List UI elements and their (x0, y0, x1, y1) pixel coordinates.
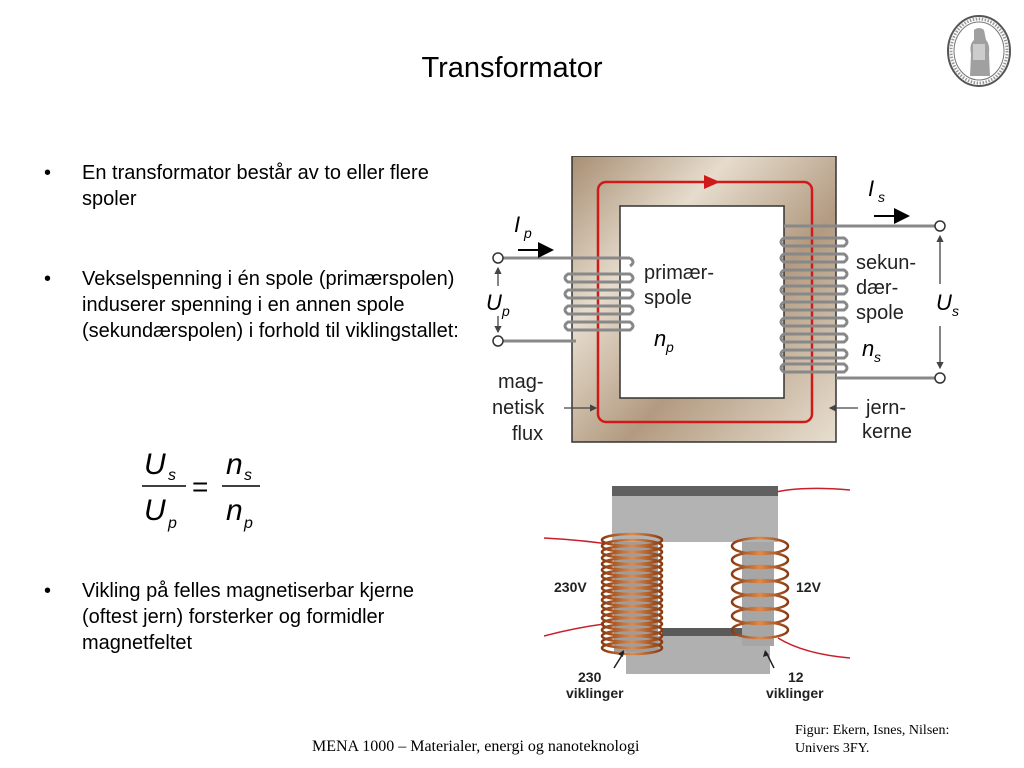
bullet-marker: • (44, 580, 52, 602)
secondary-current-label: I (868, 176, 874, 201)
svg-text:p: p (665, 339, 674, 355)
svg-text:p: p (243, 515, 253, 532)
svg-text:kerne: kerne (862, 421, 912, 443)
svg-text:viklinger: viklinger (566, 685, 624, 701)
secondary-coil-12 (730, 536, 790, 640)
svg-text:netisk: netisk (492, 397, 545, 419)
formula-us: U (144, 448, 166, 481)
primary-current-label: I (514, 212, 520, 237)
iron-core-label: jern- (865, 397, 906, 419)
formula-up: U (144, 494, 166, 527)
primary-coil-230 (600, 532, 664, 656)
bullet-item: • Vikling på felles magnetiserbar kjerne… (44, 578, 464, 656)
transformer-3d-figure: 230V 12V 230 viklinger 12 viklinger (544, 486, 850, 701)
svg-text:p: p (523, 225, 532, 241)
transformer-schematic-figure: primær- spole sekun- dær- spole mag- net… (486, 156, 959, 445)
bullet-item: • En transformator består av to eller fl… (44, 160, 464, 212)
svg-text:s: s (952, 303, 959, 319)
bullet-item: • Vekselspenning i én spole (primærspole… (44, 266, 464, 344)
figure-credit: Figur: Ekern, Isnes, Nilsen: Univers 3FY… (795, 723, 950, 756)
svg-text:p: p (501, 303, 510, 319)
university-seal-icon (947, 15, 1011, 87)
svg-text:s: s (244, 467, 252, 484)
primary-voltage-label: U (486, 290, 502, 315)
secondary-turns-label: 12 (788, 669, 804, 685)
formula-ns: n (226, 448, 243, 481)
magnetic-flux-label: mag- (498, 371, 544, 393)
slide-title: Transformator (421, 52, 603, 84)
bullet-marker: • (44, 162, 52, 184)
primary-voltage-label: 230V (554, 579, 587, 595)
svg-text:=: = (192, 471, 208, 502)
svg-text:p: p (167, 515, 177, 532)
primary-coil (563, 256, 635, 332)
course-footer: MENA 1000 – Materialer, energi og nanote… (312, 738, 640, 755)
secondary-coil-label: sekun- (856, 252, 916, 274)
svg-text:flux: flux (512, 423, 543, 445)
svg-text:spole: spole (856, 302, 904, 324)
svg-text:spole: spole (644, 287, 692, 309)
secondary-coil (779, 236, 849, 374)
bullet-marker: • (44, 268, 52, 290)
secondary-turns-label: n (862, 336, 874, 361)
primary-turns-label: n (654, 326, 666, 351)
formula-np: n (226, 494, 243, 527)
bullet-text: Vekselspenning i én spole (primærspolen)… (82, 268, 459, 342)
bullet-text: Vikling på felles magnetiserbar kjerne (… (82, 580, 415, 654)
svg-text:viklinger: viklinger (766, 685, 824, 701)
bullet-text: En transformator består av to eller fler… (82, 162, 429, 210)
svg-text:s: s (168, 467, 176, 484)
secondary-voltage-label: 12V (796, 579, 822, 595)
svg-text:s: s (874, 349, 881, 365)
svg-text:s: s (878, 189, 885, 205)
turns-ratio-formula: U s U p = n s n p (142, 448, 260, 532)
secondary-voltage-label: U (936, 290, 952, 315)
svg-text:dær-: dær- (856, 277, 898, 299)
primary-coil-label: primær- (644, 262, 714, 284)
primary-turns-label: 230 (578, 669, 602, 685)
